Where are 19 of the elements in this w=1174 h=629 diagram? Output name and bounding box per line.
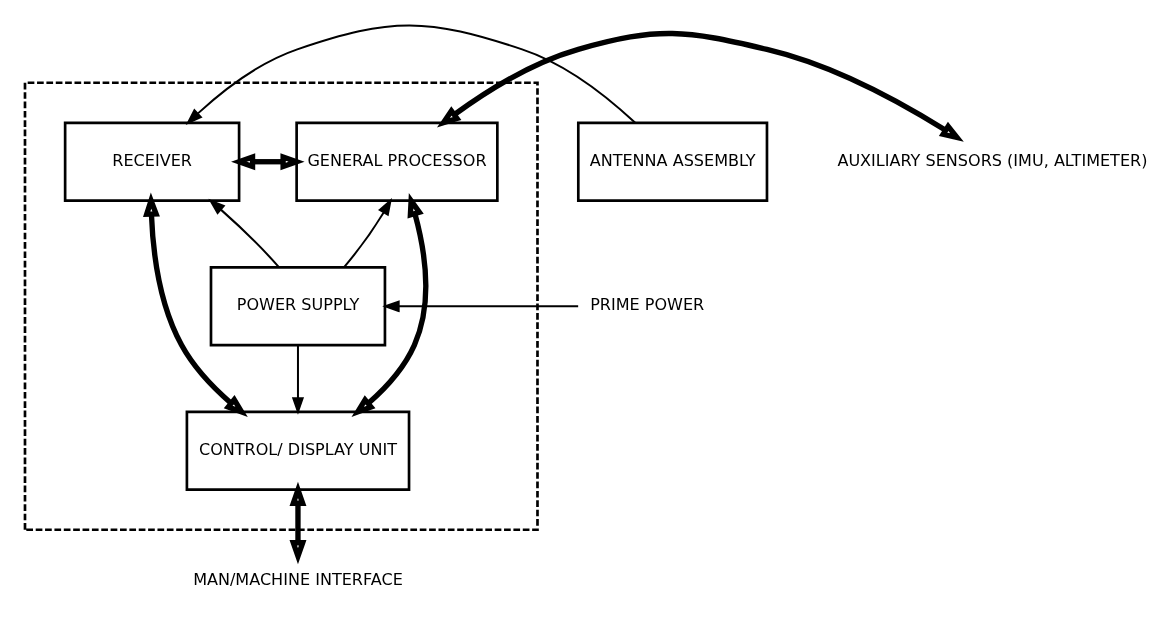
node-text: AUXILIARY SENSORS (IMU, ALTIMETER) bbox=[837, 150, 1148, 170]
node-text: MAN/MACHINE INTERFACE bbox=[193, 569, 403, 589]
node-box: ANTENNA ASSEMBLY bbox=[576, 121, 769, 202]
arrow bbox=[208, 198, 280, 268]
arrow bbox=[382, 299, 579, 312]
arrow bbox=[231, 152, 305, 170]
arrow bbox=[185, 23, 636, 125]
node-box: CONTROL/ DISPLAY UNIT bbox=[185, 410, 411, 491]
arrow bbox=[343, 197, 392, 268]
arrow bbox=[436, 30, 964, 142]
arrow bbox=[143, 192, 248, 417]
arrow bbox=[289, 481, 307, 564]
node-box: RECEIVER bbox=[63, 121, 241, 202]
node-box: POWER SUPPLY bbox=[209, 265, 387, 346]
arrow bbox=[291, 344, 305, 415]
arrow bbox=[351, 192, 429, 417]
cluster bbox=[23, 80, 539, 531]
node-text: PRIME POWER bbox=[590, 294, 705, 314]
node-box: GENERAL PROCESSOR bbox=[295, 121, 499, 202]
